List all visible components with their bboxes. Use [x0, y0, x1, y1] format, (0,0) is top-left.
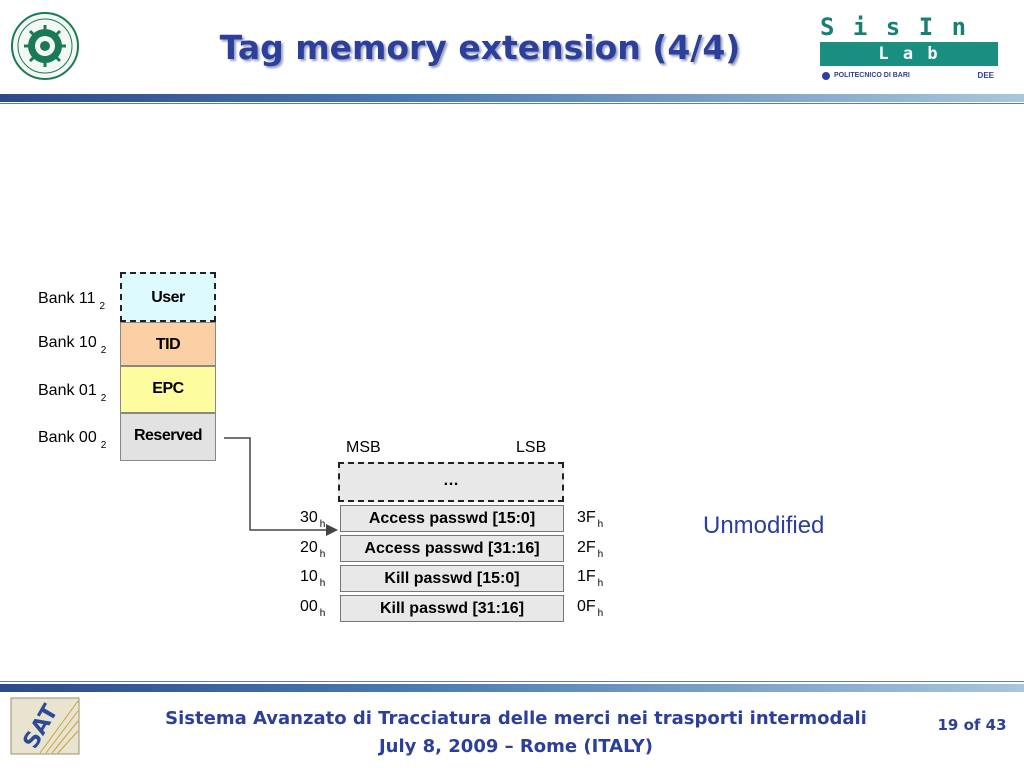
lab-logo-bar-text: L a b: [820, 42, 998, 66]
page-number: 19 of 43: [937, 716, 1007, 734]
lab-logo-institution: POLITECNICO DI BARI: [834, 72, 910, 79]
university-seal-logo: [11, 12, 79, 80]
footer-date-location: July 8, 2009 – Rome (ITALY): [378, 736, 654, 757]
table-row: Access passwd [15:0]: [340, 505, 564, 532]
memory-bank-tid: TID: [120, 322, 216, 366]
lab-logo-footer: POLITECNICO DI BARI DEE: [820, 69, 998, 83]
extended-rows-ellipsis: …: [338, 462, 564, 502]
footer-divider-thin: [0, 681, 1024, 682]
lab-logo-dept: DEE: [977, 71, 994, 80]
footer-divider: [0, 684, 1024, 692]
footer-project-title: Sistema Avanzato di Tracciatura delle me…: [165, 708, 867, 729]
slide-title: Tag memory extension (4/4): [219, 28, 741, 67]
msb-label: MSB: [346, 439, 381, 456]
table-row: Kill passwd [15:0]: [340, 565, 564, 592]
memory-bank-user: User: [120, 272, 216, 322]
memory-bank-epc: EPC: [120, 366, 216, 413]
lsb-label: LSB: [516, 439, 547, 456]
table-row: Kill passwd [31:16]: [340, 595, 564, 622]
header-divider: [0, 94, 1024, 102]
lab-logo-top-text: S i s I n f: [820, 13, 969, 66]
memory-bank-reserved: Reserved: [120, 413, 216, 461]
sisinf-lab-logo: S i s I n f L a b POLITECNICO DI BARI DE…: [820, 14, 998, 84]
table-row: Access passwd [31:16]: [340, 535, 564, 562]
header-divider-thin: [0, 103, 1024, 104]
unmodified-note: Unmodified: [703, 512, 825, 539]
sat-project-logo: SAT: [10, 697, 80, 755]
politecnico-icon: [822, 72, 830, 80]
bank-expansion-arrow: [224, 437, 338, 536]
